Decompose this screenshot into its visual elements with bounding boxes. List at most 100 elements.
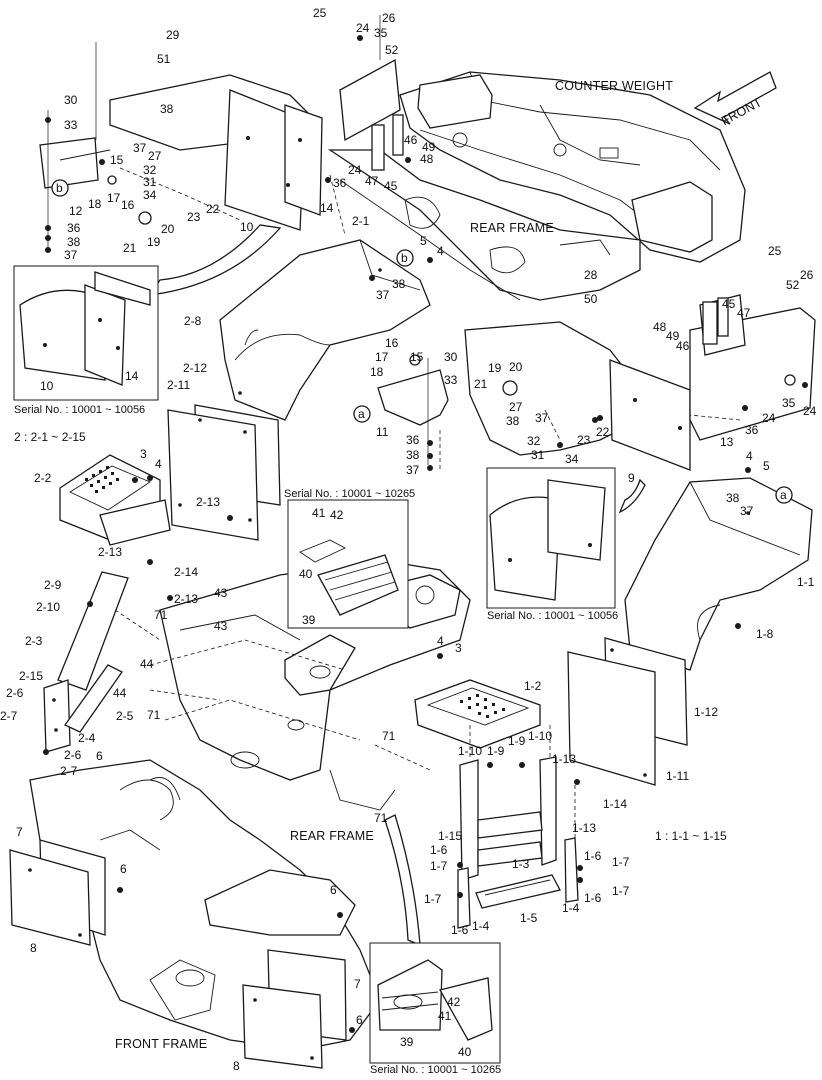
part-label: 25 [768, 244, 782, 258]
part-label: 2-8 [184, 314, 202, 328]
part-label: 2-3 [25, 634, 43, 648]
part-label: 48 [653, 320, 667, 334]
part-label: 38 [392, 277, 406, 291]
bracket-11 [377, 354, 449, 465]
part-label: 37 [535, 411, 549, 425]
part-label: 39 [400, 1035, 414, 1049]
callout-b-left-circle [51, 179, 69, 197]
part-label: 35 [782, 396, 796, 410]
callout-b-top: b [401, 251, 408, 265]
label-rear-frame-top: REAR FRAME [470, 221, 554, 235]
part-label: 7 [354, 977, 361, 991]
part-label: 1-14 [603, 797, 627, 811]
fender-9 [464, 294, 816, 471]
part-label: 6 [96, 749, 103, 763]
part-label: 3 [140, 447, 147, 461]
part-label: 33 [64, 118, 78, 132]
part-label: 24 [356, 21, 370, 35]
part-label: 17 [107, 191, 121, 205]
part-label: 2-4 [78, 731, 96, 745]
note-serial-10265-top: Serial No. : 10001 ~ 10265 [284, 488, 415, 500]
part-label: 1-6 [430, 843, 448, 857]
assembly-guide-lines [95, 15, 741, 840]
part-label: 42 [447, 995, 461, 1009]
part-label: 71 [147, 708, 161, 722]
part-label: 28 [584, 268, 598, 282]
part-label: 2-9 [44, 578, 62, 592]
part-label: 49 [666, 329, 680, 343]
part-label: 24 [348, 163, 362, 177]
part-label: 4 [155, 457, 162, 471]
part-label: 2-13 [174, 592, 198, 606]
part-label: 37 [133, 141, 147, 155]
top-bracket-assembly [39, 58, 404, 250]
part-label: 2-11 [167, 378, 190, 392]
part-label: 1-7 [612, 884, 630, 898]
part-label: 42 [330, 508, 344, 522]
part-label: 1-11 [666, 769, 689, 783]
part-label: 37 [64, 248, 78, 262]
part-label: 26 [800, 268, 814, 282]
callout-a-right-circle [775, 486, 793, 504]
part-label: 30 [444, 350, 458, 364]
part-label: 2-13 [196, 495, 220, 509]
part-label: 38 [726, 491, 740, 505]
part-label: 2-7 [60, 764, 78, 778]
part-label: 31 [143, 175, 157, 189]
callout-b-top-circle [396, 249, 414, 267]
label-front-frame: FRONT FRAME [115, 1037, 207, 1051]
part-label: 1-6 [451, 923, 469, 937]
note-serial-10056-left: Serial No. : 10001 ~ 10056 [14, 404, 145, 416]
part-label: 38 [160, 102, 174, 116]
part-label: 3 [455, 641, 462, 655]
panels-1-11-1-12 [567, 637, 688, 786]
part-label: 6 [120, 862, 127, 876]
panels-7-8-left [9, 839, 106, 946]
part-label: 36 [745, 423, 759, 437]
part-label: 52 [786, 278, 800, 292]
part-label: 21 [474, 377, 488, 391]
part-label: 14 [320, 201, 334, 215]
part-label: 9 [628, 471, 635, 485]
part-label: 38 [506, 414, 520, 428]
part-label: 6 [356, 1013, 363, 1027]
part-label: 45 [384, 179, 398, 193]
part-label: 15 [110, 153, 124, 167]
fender-1-1 [624, 477, 813, 671]
part-label: 21 [123, 241, 137, 255]
part-label: 1-5 [520, 911, 538, 925]
part-label: 1-13 [572, 821, 596, 835]
step-1-2 [414, 679, 541, 749]
rear-frame-top [327, 149, 641, 301]
detail-arrow-bottom [384, 814, 421, 947]
part-label: 10 [40, 379, 54, 393]
callout-b-left: b [56, 181, 63, 195]
note-serial-10265-bottom: Serial No. : 10001 ~ 10265 [370, 1064, 501, 1076]
part-label: 43 [214, 619, 228, 633]
note-serial-10056-right: Serial No. : 10001 ~ 10056 [487, 610, 618, 622]
part-label: 1-1 [797, 575, 815, 589]
part-label: 47 [365, 174, 379, 188]
part-label: 1-7 [430, 859, 448, 873]
part-label: 35 [374, 26, 388, 40]
part-label: 20 [509, 360, 523, 374]
inset-left-serial-10056 [13, 265, 159, 401]
part-label: 71 [374, 811, 388, 825]
part-label: 34 [143, 188, 157, 202]
part-label: 47 [737, 306, 751, 320]
part-label: 1-15 [438, 829, 462, 843]
fender-2-1 [219, 239, 431, 421]
part-label: 26 [382, 11, 396, 25]
part-label: 1-10 [458, 744, 482, 758]
part-label: 40 [458, 1045, 472, 1059]
part-label: 18 [370, 365, 384, 379]
note-group-1: 1 : 1-1 ~ 1-15 [655, 829, 727, 843]
part-label: 49 [422, 140, 436, 154]
step-2-2 [59, 454, 171, 546]
part-label: 1-13 [552, 752, 576, 766]
part-label: 24 [762, 411, 776, 425]
part-label: 17 [375, 350, 389, 364]
ladder-2-3 [43, 571, 129, 753]
part-label: 1-4 [562, 901, 580, 915]
